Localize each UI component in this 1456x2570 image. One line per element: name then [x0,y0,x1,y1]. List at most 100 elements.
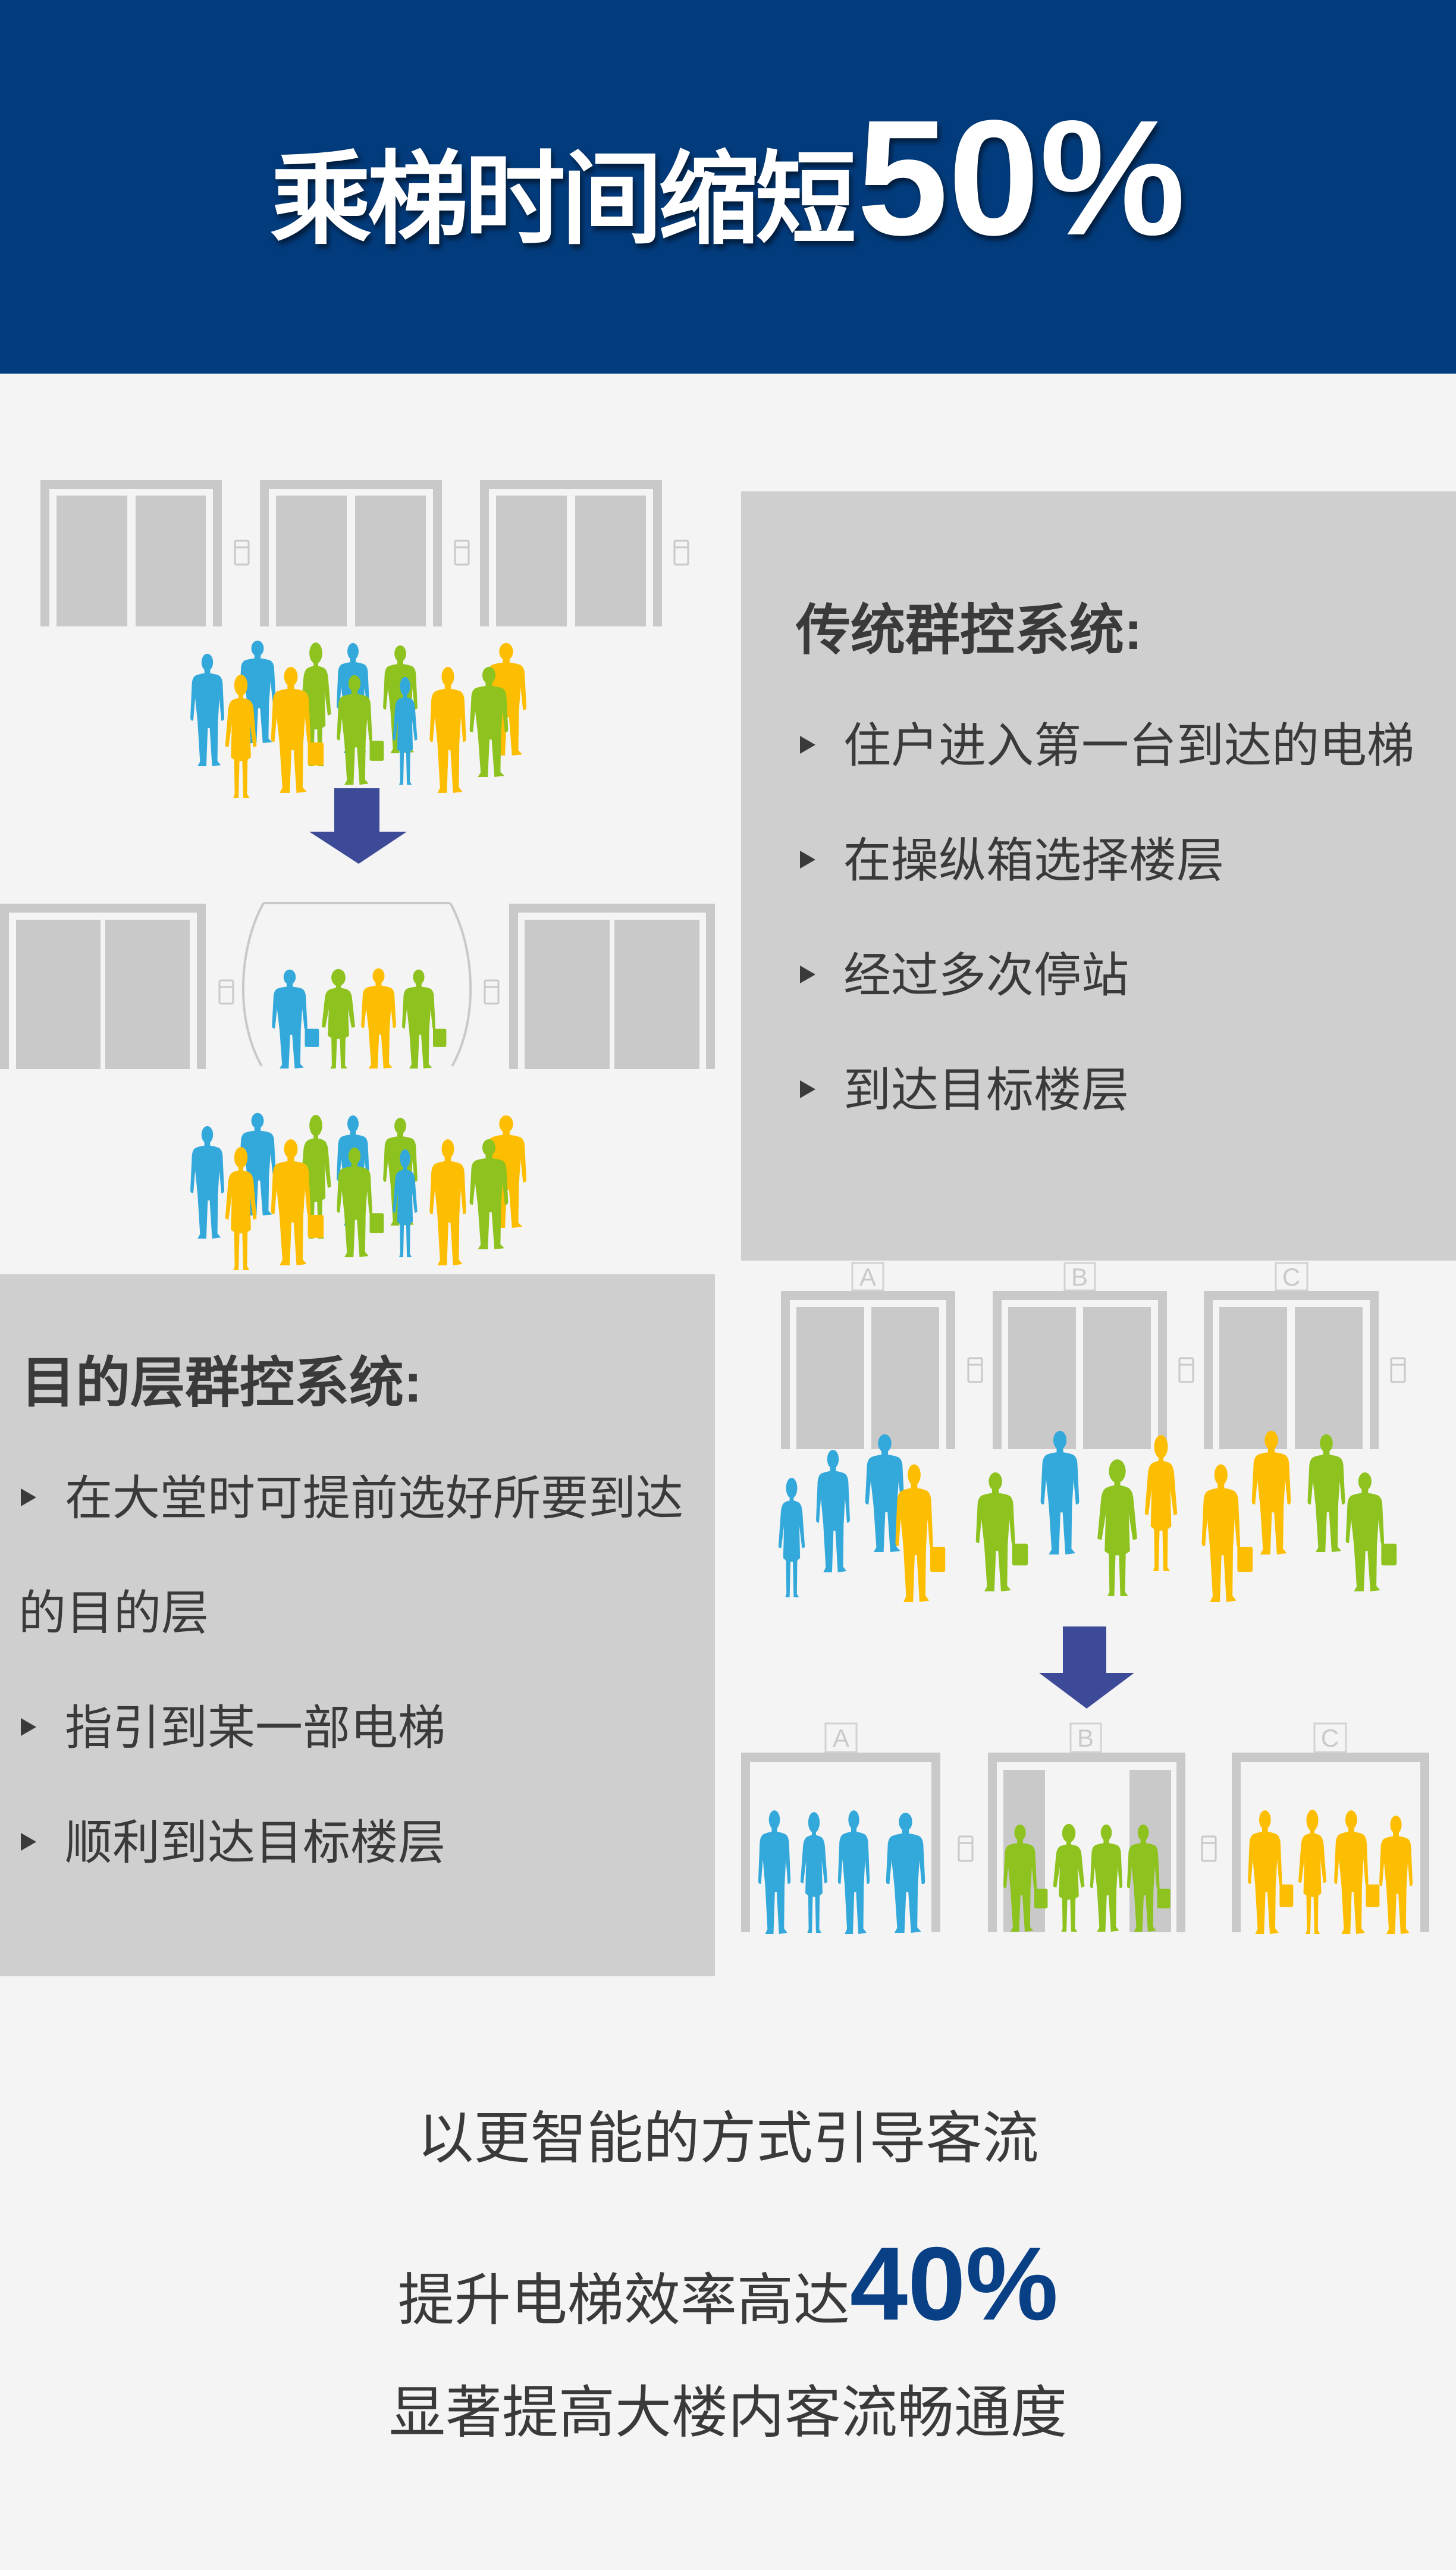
header-banner: 乘梯时间缩短50% [0,0,1456,374]
traditional-system-title: 传统群控系统: [796,600,1143,661]
svg-text:A: A [833,1724,849,1752]
summary-line-1: 以更智能的方式引导客流 [417,2107,1039,2170]
elevator-label-a: A [851,1262,884,1292]
person-icon [225,675,257,798]
person-icon [300,642,331,766]
call-panel-icon [1178,1357,1194,1383]
call-panel-icon [967,1357,983,1383]
elevator-a-passengers-icon [758,1810,925,1934]
person-icon [837,1810,870,1934]
person-icon [865,1434,905,1552]
person-icon [336,642,370,754]
person-icon [778,1478,805,1597]
call-panel-icon [1201,1835,1217,1862]
arriving-crowd-icon [190,1112,527,1270]
elevator-a-icon [781,1291,955,1449]
elevator-label-a: A [824,1722,858,1753]
summary-line-3: 显著提高大楼内客流畅通度 [388,2381,1067,2444]
person-icon [361,968,396,1069]
call-panel-icon [1390,1357,1406,1383]
arrow-down-icon [309,788,407,864]
person-icon [1144,1435,1178,1571]
person-icon [239,1112,276,1216]
person-icon [758,1810,791,1934]
person-icon [429,667,466,793]
summary-line-2: 提升电梯效率高达40% [0,2232,1456,2360]
page-title: 乘梯时间缩短50% [0,96,1456,260]
person-icon [300,1115,331,1239]
person-icon [337,675,384,785]
elevator-a-open-icon [741,1753,940,1932]
person-icon [272,969,319,1069]
bullet-text: 到达目标楼层 [843,1064,1129,1117]
call-panel-icon [454,540,470,566]
person-icon [393,676,418,785]
person-icon [1379,1816,1413,1934]
call-panel-icon [958,1835,974,1862]
call-panel-icon [218,979,234,1005]
person-icon [402,969,447,1069]
person-icon [895,1464,946,1602]
destination-bullet-item: 顺利到达目标楼层 [18,1785,691,1900]
bullet-triangle-icon [800,850,815,869]
call-panel-icon [234,540,250,566]
bullet-triangle-icon [800,1080,815,1098]
elevator-b-open-icon [988,1753,1185,1932]
person-icon [1053,1823,1085,1932]
summary-highlight-percent: 40% [849,2226,1059,2342]
elevator-icon [480,480,662,626]
call-panel-icon [484,979,500,1005]
bullet-text: 住户进入第一台到达的电梯 [843,719,1414,772]
bullet-text: 在大堂时可提前选好所要到达的目的层 [18,1472,683,1640]
person-icon [1248,1810,1294,1934]
person-icon [383,645,418,754]
person-icon [816,1450,850,1572]
person-icon [429,1139,466,1265]
person-icon [1090,1824,1123,1932]
traditional-bullet-item: 在操纵箱选择楼层 [796,803,1432,918]
destination-system-title: 目的层群控系统: [21,1353,422,1414]
passengers-in-elevator-icon [272,968,447,1069]
arrow-down-icon [1039,1626,1134,1709]
elevator-label-b: B [1069,1722,1102,1753]
person-icon [975,1472,1028,1591]
person-icon [485,642,527,756]
person-icon [1307,1434,1345,1552]
elevator-icon [0,904,206,1069]
person-icon [271,667,324,793]
person-icon [1040,1431,1080,1554]
person-icon [190,1126,224,1239]
traditional-system-panel: 传统群控系统: 住户进入第一台到达的电梯 在操纵箱选择楼层 经过多次停站 到达目… [741,491,1456,1261]
person-icon [1298,1810,1327,1934]
person-icon [1334,1810,1380,1934]
person-icon [886,1813,925,1933]
person-icon [225,1147,257,1270]
person-icon [321,969,356,1069]
elevator-icon [509,904,715,1069]
svg-text:C: C [1321,1724,1339,1752]
person-icon [383,1117,418,1226]
lobby-crowd-icon [778,1431,1397,1602]
destination-system-panel: 目的层群控系统: 在大堂时可提前选好所要到达的目的层 指引到某一部电梯 顺利到达… [0,1274,715,1976]
elevator-c-icon [1204,1291,1379,1449]
person-icon [469,666,509,778]
person-icon [800,1812,828,1933]
bullet-text: 指引到某一部电梯 [65,1701,445,1754]
elevator-label-c: C [1275,1262,1308,1292]
person-icon [1003,1824,1048,1932]
svg-text:B: B [1071,1263,1088,1291]
bullet-text: 经过多次停站 [843,949,1129,1002]
bullet-triangle-icon [21,1832,36,1851]
bullet-text: 在操纵箱选择楼层 [843,834,1224,887]
svg-text:C: C [1282,1263,1300,1291]
bullet-triangle-icon [800,735,815,754]
person-icon [190,653,224,767]
person-icon [1251,1431,1291,1554]
elevator-b-icon [993,1291,1167,1449]
call-panel-icon [673,540,689,566]
elevator-label-c: C [1313,1722,1347,1753]
elevator-c-passengers-icon [1248,1810,1413,1934]
person-icon [469,1139,509,1250]
elevator-b-passengers-icon [1003,1823,1171,1932]
elevator-label-b: B [1063,1262,1096,1292]
